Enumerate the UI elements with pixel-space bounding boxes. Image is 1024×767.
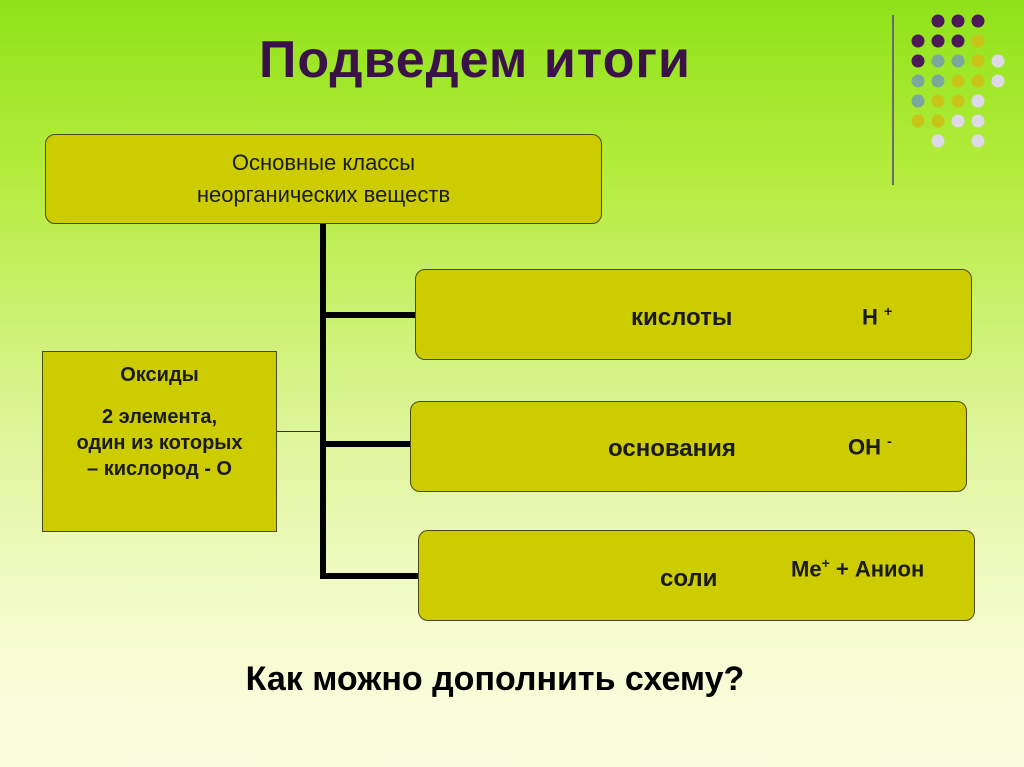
decorative-dot xyxy=(951,74,965,88)
branch-line-bases xyxy=(320,441,412,447)
decorative-dot xyxy=(931,34,945,48)
decorative-dot xyxy=(931,74,945,88)
salts-formula: Ме+ + Анион xyxy=(791,555,925,582)
main-box-line2: неорганических веществ xyxy=(196,182,451,207)
oxides-description: 2 элемента, один из которых – кислород -… xyxy=(76,406,243,480)
main-box-line1: Основные классы xyxy=(231,150,416,175)
decorative-dot xyxy=(971,114,985,128)
decorative-dot xyxy=(971,94,985,108)
decorative-dot xyxy=(991,54,1005,68)
decorative-dot xyxy=(931,114,945,128)
decorative-dot xyxy=(931,94,945,108)
acids-label: кислоты xyxy=(631,304,733,331)
acids-box: кислоты Н + xyxy=(415,269,972,360)
decorative-dot xyxy=(951,34,965,48)
decorative-dot xyxy=(971,14,985,28)
decorative-dot xyxy=(971,134,985,148)
bases-label: основания xyxy=(608,435,736,462)
main-classes-box: Основные классы неорганических веществ xyxy=(45,134,602,224)
decorative-dot xyxy=(911,54,925,68)
bases-formula: ОН - xyxy=(848,433,892,460)
decorative-dot-grid xyxy=(911,14,1005,148)
decorative-dot xyxy=(951,114,965,128)
oxides-title: Оксиды xyxy=(120,364,199,386)
trunk-line xyxy=(320,224,326,579)
salts-label: соли xyxy=(660,565,718,592)
decorative-dot xyxy=(971,74,985,88)
decorative-dot xyxy=(971,34,985,48)
decorative-dot xyxy=(931,134,945,148)
decorative-dot xyxy=(951,14,965,28)
branch-line-salts xyxy=(320,573,420,579)
decorative-dot xyxy=(911,114,925,128)
salts-box: соли Ме+ + Анион xyxy=(418,530,975,621)
oxide-connector-line xyxy=(277,431,320,432)
decorative-dot xyxy=(951,54,965,68)
oxides-box: Оксиды 2 элемента, один из которых – кис… xyxy=(42,351,277,532)
decorative-dot xyxy=(911,74,925,88)
decorative-dot xyxy=(931,14,945,28)
decorative-dot xyxy=(911,34,925,48)
acids-formula: Н + xyxy=(862,303,893,330)
question-text: Как можно дополнить схему? xyxy=(245,660,745,698)
branch-line-acids xyxy=(320,312,417,318)
decorative-dot xyxy=(971,54,985,68)
decorative-dot xyxy=(991,74,1005,88)
decorative-divider xyxy=(892,15,894,185)
slide-title: Подведем итоги xyxy=(259,31,691,89)
bases-box: основания ОН - xyxy=(410,401,967,492)
decorative-dot xyxy=(931,54,945,68)
decorative-dot xyxy=(911,94,925,108)
decorative-dot xyxy=(951,94,965,108)
